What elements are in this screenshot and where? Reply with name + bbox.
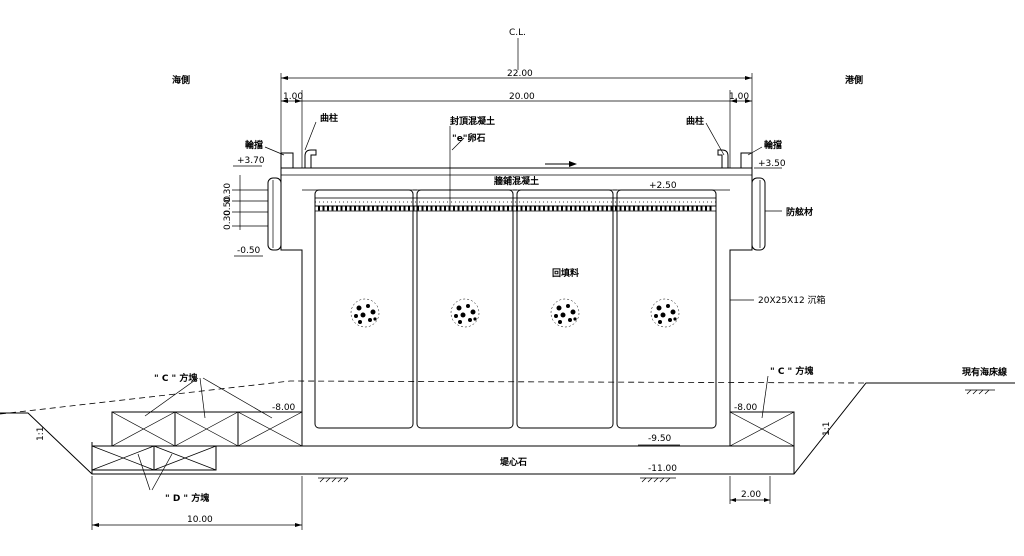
sea-side-label: 海側 — [172, 74, 190, 86]
elevation-fill-top: +2.50 — [649, 181, 677, 191]
slope-indicators: 1:1 1:1 — [36, 422, 832, 441]
centerline-label: C.L. — [509, 28, 526, 38]
c-block-left-label: " C " 方塊 — [154, 372, 197, 384]
top-dimension-lines — [280, 38, 753, 168]
harbor-side-label: 港側 — [845, 74, 863, 86]
label-leaders — [264, 121, 782, 301]
d-blocks-left — [91, 445, 217, 471]
elevation-caisson-bottom: -9.50 — [648, 434, 672, 444]
core-stone-label: 堤心石 — [500, 457, 527, 468]
layer-c-dimension: 0.30 — [223, 210, 233, 230]
fill-material-label: 回填料 — [552, 267, 579, 279]
d-block-label: " D " 方塊 — [165, 492, 209, 504]
base-left-dimension: 10.00 — [187, 515, 213, 525]
block-leaders — [137, 375, 769, 491]
armor-stone-label: "e"卵石 — [452, 132, 485, 144]
fill-stone-symbols — [350, 298, 680, 328]
slope-left-label: 1:1 — [36, 427, 46, 441]
fenders — [267, 177, 766, 251]
elevation-foundation-bottom: -11.00 — [648, 464, 677, 474]
caisson-label: 20X25X12 沉箱 — [758, 294, 826, 306]
elevation-top-left: +3.70 — [237, 156, 265, 166]
slope-right-label: 1:1 — [822, 422, 832, 436]
wheel-guard-right-label: 輪擋 — [764, 139, 782, 151]
cap-concrete-label: 封頂混凝土 — [450, 115, 495, 127]
c-block-right — [729, 411, 795, 447]
overall-width-dimension: 22.00 — [507, 69, 533, 79]
layer-b-dimension: 0.50 — [223, 196, 233, 216]
armor-stone-layer — [314, 197, 717, 212]
bollard-left-label: 曲柱 — [320, 112, 338, 124]
elevation-blocks-right: -8.00 — [734, 403, 758, 413]
wheel-guard-left-label: 輪擋 — [245, 139, 263, 151]
c-block-right-label: " C " 方塊 — [770, 365, 813, 377]
c-blocks-left — [111, 411, 303, 447]
labels: C.L. 海側 港側 22.00 20.00 1.00 1.00 曲柱 曲柱 輪… — [154, 28, 1007, 525]
seabed-hatches — [318, 389, 995, 483]
edge-left-dimension: 1.00 — [283, 92, 303, 102]
elevation-top-right: +3.50 — [758, 159, 786, 169]
existing-seabed-line — [0, 380, 867, 415]
layer-dimension-ticks — [232, 175, 268, 230]
bottom-dimension-lines — [91, 476, 771, 530]
fender-label: 防舷材 — [786, 206, 813, 218]
bollard-right-label: 曲柱 — [686, 115, 704, 127]
elevation-blocks-left: -8.00 — [272, 403, 296, 413]
layer-a-dimension: 0.30 — [223, 183, 233, 203]
inner-width-dimension: 20.00 — [509, 92, 535, 102]
wall-concrete-label: 牆鋪混凝土 — [494, 175, 539, 187]
edge-right-dimension: 1.00 — [729, 92, 749, 102]
caisson-cells — [314, 189, 717, 429]
existing-seabed-label: 現有海床線 — [962, 366, 1007, 378]
elevation-fender-bottom: -0.50 — [237, 246, 261, 256]
base-right-dimension: 2.00 — [741, 490, 761, 500]
